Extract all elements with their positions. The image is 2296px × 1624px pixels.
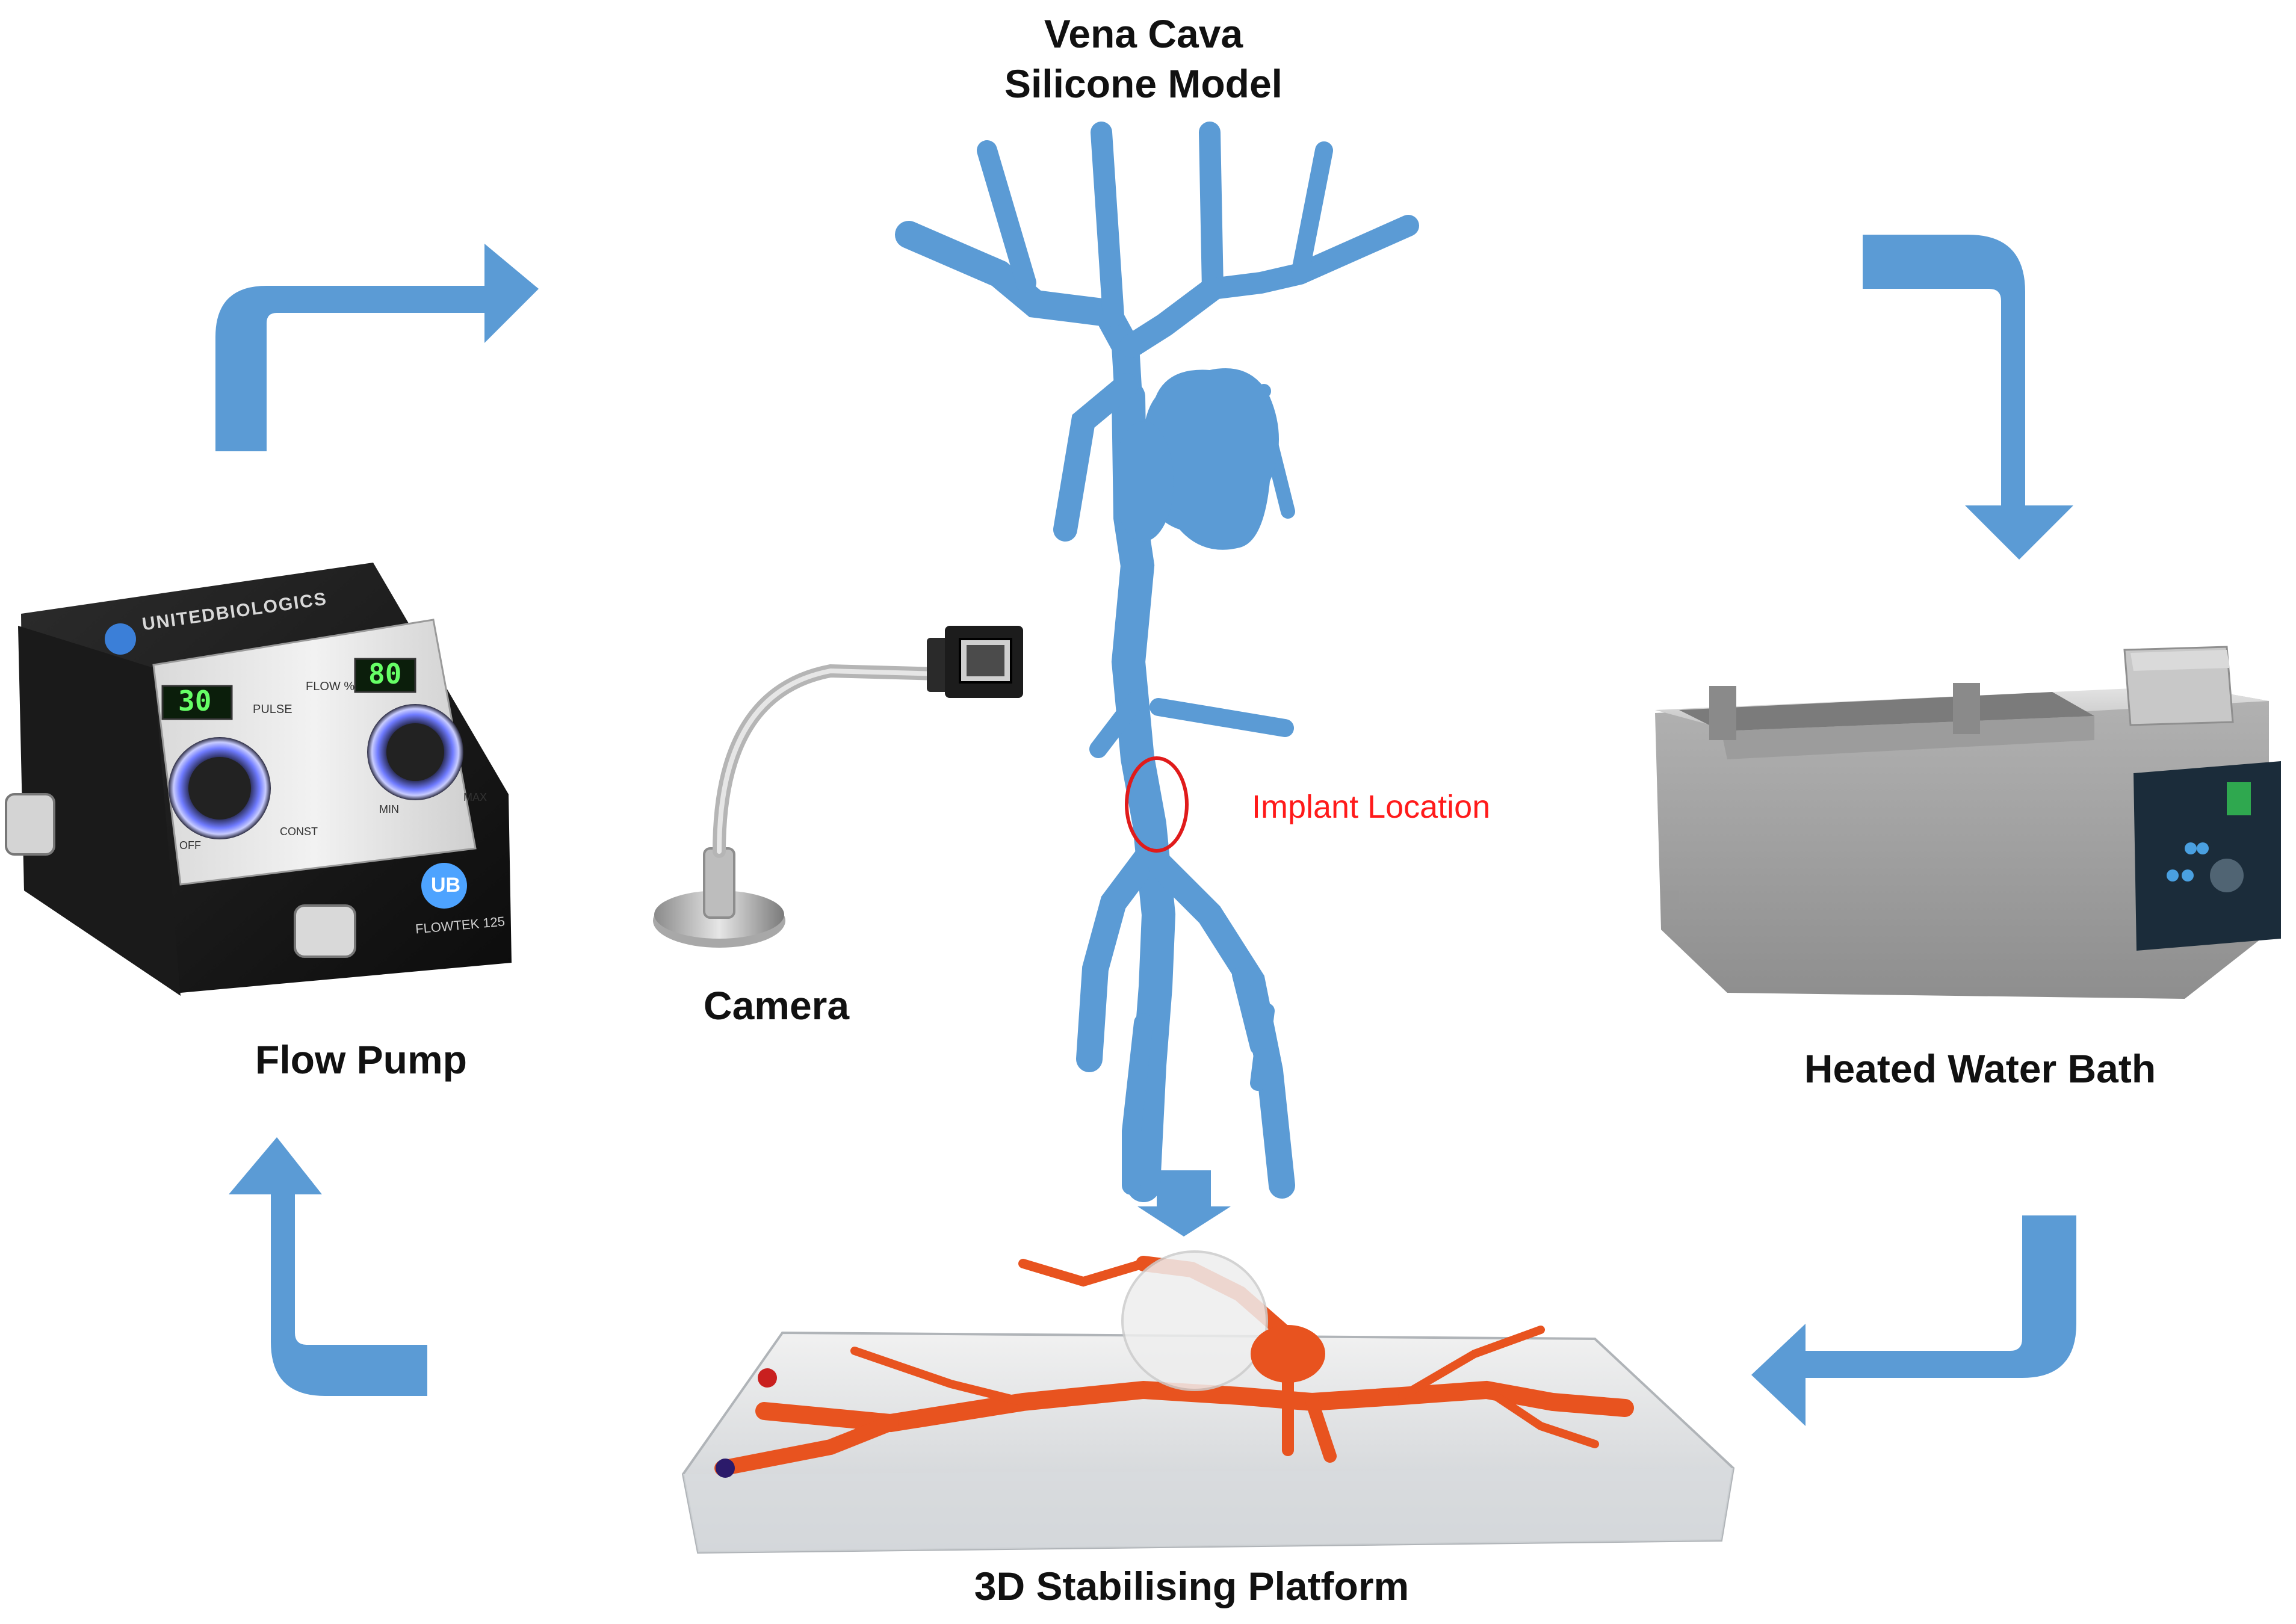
heart-shape xyxy=(1113,368,1279,550)
pump-pulse-label: PULSE xyxy=(253,703,292,716)
arrow-bath-to-platform xyxy=(1751,1215,2076,1426)
flow-pump-label: Flow Pump xyxy=(255,1037,467,1082)
heated-water-bath-illustration xyxy=(1655,646,2281,999)
platform-label: 3D Stabilising Platform xyxy=(974,1564,1409,1608)
arrow-model-to-bath xyxy=(1863,235,2073,560)
implant-location-label: Implant Location xyxy=(1252,789,1491,825)
implant-location-marker xyxy=(1125,756,1189,853)
vena-cava-title-line1: Vena Cava xyxy=(1044,11,1243,56)
arrow-platform-to-pump xyxy=(229,1137,427,1396)
pump-logo: UB xyxy=(431,874,461,897)
pump-max-label: MAX xyxy=(463,791,487,803)
arrow-model-down xyxy=(1137,1170,1231,1237)
pump-off-label: OFF xyxy=(179,839,201,851)
camera-illustration xyxy=(653,626,1023,948)
pump-pulse-readout: 30 xyxy=(178,685,212,717)
pump-min-label: MIN xyxy=(379,803,399,815)
camera-label: Camera xyxy=(703,983,850,1028)
pump-flow-label: FLOW % xyxy=(306,680,355,693)
flow-pump-illustration xyxy=(5,563,512,996)
pump-const-label: CONST xyxy=(280,826,318,838)
heated-water-bath-label: Heated Water Bath xyxy=(1804,1046,2156,1091)
arrow-pump-to-model xyxy=(215,244,539,451)
vena-cava-title: Vena Cava Silicone Model xyxy=(963,9,1324,108)
pump-flow-readout: 80 xyxy=(368,658,402,690)
stabilising-platform-illustration xyxy=(681,1250,1735,1554)
vena-cava-title-line2: Silicone Model xyxy=(1004,61,1283,106)
